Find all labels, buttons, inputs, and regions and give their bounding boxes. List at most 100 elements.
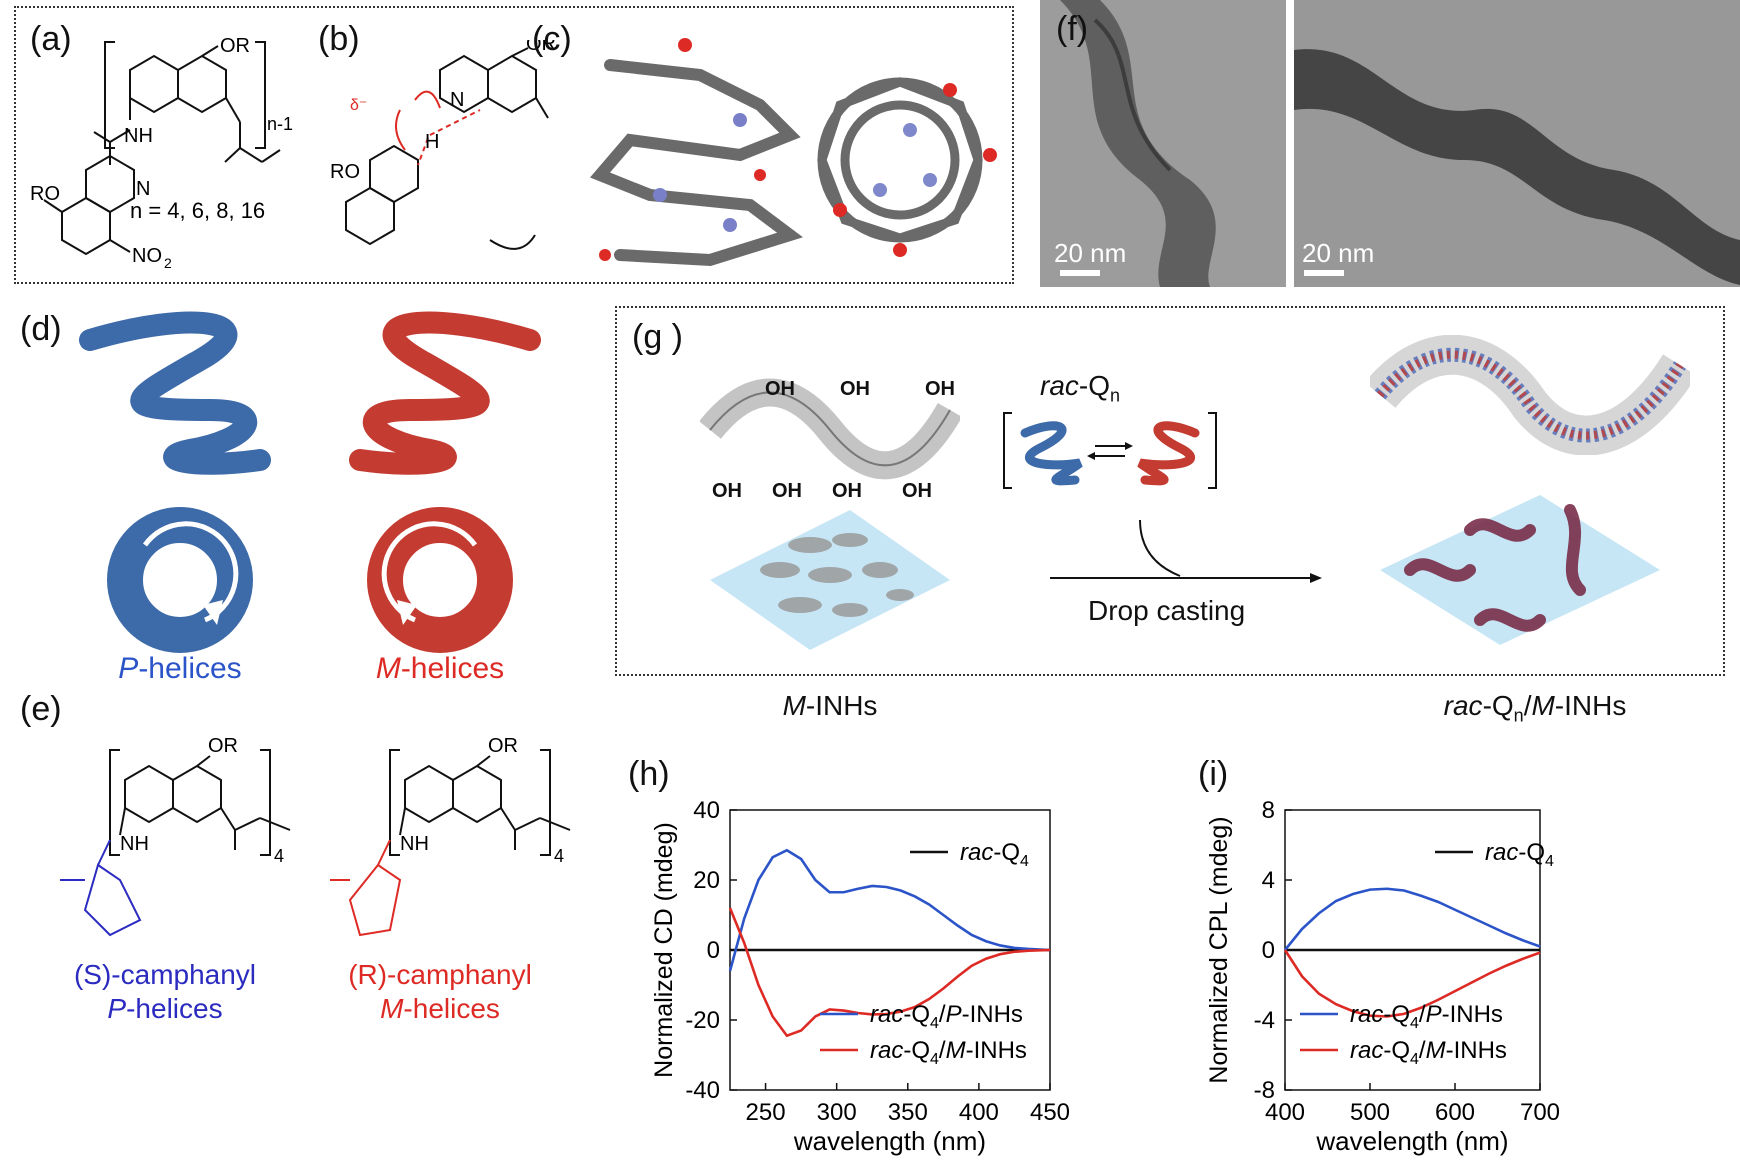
structure-b: OR N H RO δ⁻ [330,40,556,250]
y-axis-label: Normalized CPL (mdeg) [1205,816,1233,1083]
forward-arrow-icon [1125,442,1133,450]
or-label-b: OR [526,40,556,55]
x-tick-label: 450 [1030,1099,1070,1126]
panel-label-a: (a) [30,20,72,58]
p-helix-top [107,507,253,653]
scale-bar-1 [1060,270,1100,276]
x-tick-label: 400 [1265,1099,1305,1126]
ro-label-b: RO [330,161,360,183]
x-tick-label: 500 [1350,1099,1390,1126]
panel-label-c: (c) [532,20,572,58]
tem-image-2: 20 nm [1294,0,1740,287]
x-tick-label: 300 [817,1099,857,1126]
panel-label-d: (d) [20,310,62,348]
panel-g-frame [615,306,1725,676]
panel-label-h: (h) [628,755,670,793]
helix-equilibrium [1003,412,1217,489]
panel-label-f: (f) [1056,10,1089,48]
y-tick-label: -40 [685,1077,720,1104]
counterclockwise-arrow-icon [397,600,417,625]
oh-label: OH [840,378,870,400]
m-helices-caption: M-helices [375,652,505,685]
repeat-label: n-1 [267,114,293,134]
oh-label: OH [832,480,862,502]
r-camphanyl-label: (R)-camphanyl [348,959,532,990]
legend-label-0: rac-Q4 [960,839,1029,870]
substrate-left [710,510,950,650]
inh-ribbon [700,378,960,480]
rac-qn-m-inhs-caption: rac-Qn/M-INHs [1443,690,1627,726]
substrate-right [1380,495,1660,645]
panel-label-e: (e) [20,690,62,728]
structure-r-camphanyl: OR NH 4 [330,735,571,937]
series-line-2 [1283,949,1541,1018]
series-line-1 [728,848,1051,972]
oh-label: OH [772,480,802,502]
x-tick-label: 250 [746,1099,786,1126]
y-tick-label: 0 [1262,937,1275,964]
y-tick-label: 0 [707,937,720,964]
nh-label-e1: NH [120,833,149,855]
x-tick-label: 350 [888,1099,928,1126]
x-axis-label: wavelength (nm) [793,1126,986,1156]
ro-label: RO [30,183,60,205]
top-panel-frame [14,6,1014,284]
y-tick-label: 8 [1262,797,1275,824]
nh-label-e2: NH [400,833,429,855]
scale-label-2: 20 nm [1302,238,1375,268]
scale-bar-2 [1304,270,1344,276]
legend-label-2: rac-Q4/M-INHs [870,1037,1027,1068]
structure-s-camphanyl: OR NH 4 [60,735,291,937]
oh-label: OH [902,480,932,502]
legend-label-1: rac-Q4/P-INHs [870,1001,1023,1032]
nh-label: NH [124,125,153,147]
delta-minus-label: δ⁻ [350,97,367,114]
x-axis-label: wavelength (nm) [1315,1126,1508,1156]
m-helix-top [367,507,513,653]
panel-label-b: (b) [318,20,360,58]
nitro-subscript: 2 [164,255,172,271]
or-label: OR [220,35,250,57]
scale-label-1: 20 nm [1054,238,1127,268]
drop-casting-label: Drop casting [1088,595,1246,626]
m-inhs-caption: M-INHs [782,690,878,721]
repeat-label-e1: 4 [274,846,284,866]
structure-a: OR NH n-1 RO N n = 4, 6, 8, 16 NO 2 [30,35,293,271]
or-label-e2: OR [488,735,518,757]
cd-chart: 250 300 350 400 450 -40 -20 0 20 40 wavelength (nm… [650,797,1070,1156]
legend-label-1: rac-Q4/P-INHs [1350,1001,1503,1032]
r-camphanyl-caption: (R)-camphanyl M-helices [315,958,565,1026]
y-tick-label: 40 [693,797,720,824]
repeat-label-e2: 4 [554,846,564,866]
y-tick-label: -4 [1254,1007,1275,1034]
oh-label: OH [765,378,795,400]
p-helices-caption: P-helices [118,652,242,685]
y-tick-label: 20 [693,867,720,894]
crystal-structure-top [817,77,997,257]
nitro-label: NO [132,245,162,267]
s-camphanyl-helix-label: P-helices [107,993,223,1024]
x-tick-label: 400 [959,1099,999,1126]
or-label-e1: OR [208,735,238,757]
m-helix-side [349,311,541,475]
crystal-structure-side [590,38,803,267]
n-values-label: n = 4, 6, 8, 16 [130,198,265,223]
drop-casting-arrow [1050,520,1322,583]
s-camphanyl-label: (S)-camphanyl [73,959,257,990]
coated-ribbon [1370,335,1690,455]
clockwise-arrow-icon [203,600,223,625]
n-atom-label: N [136,178,150,200]
x-tick-label: 600 [1435,1099,1475,1126]
panel-label-g: (g ) [632,318,683,356]
h-label-b: H [425,131,439,153]
tem-image-1: (f) 20 nm [1040,0,1286,287]
backward-arrow-icon [1087,452,1095,460]
oh-label: OH [712,480,742,502]
y-tick-label: -20 [685,1007,720,1034]
series-line-2 [728,907,1051,1038]
y-axis-label: Normalized CD (mdeg) [650,822,678,1078]
rac-qn-label: rac-Qn [1040,370,1121,406]
y-tick-label: 4 [1262,867,1275,894]
r-camphanyl-helix-label: M-helices [380,993,500,1024]
